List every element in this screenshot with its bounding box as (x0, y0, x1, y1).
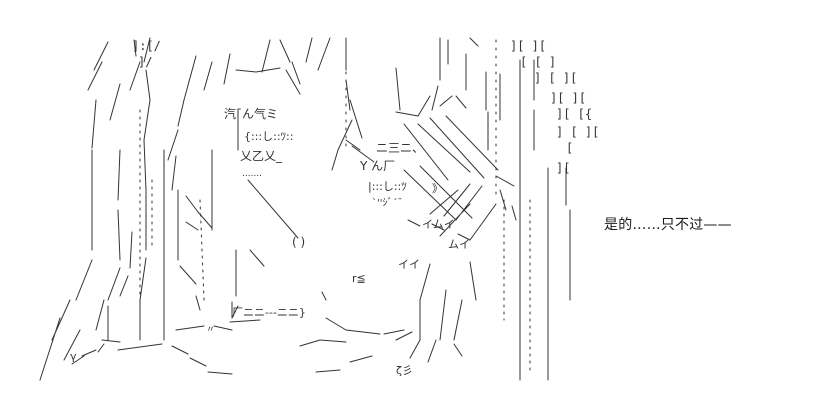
ascii-bottom-mark: ζ彡 (396, 364, 413, 377)
ascii-bracket-row-2: [ [ ] (520, 55, 556, 69)
ascii-bracket-row-5: ][ [{ (556, 107, 592, 121)
ascii-bracket-row-7: [ (566, 141, 573, 155)
ascii-hair-mark-1: イムイ (422, 218, 455, 231)
caption-text: 是的……只不过—— (604, 217, 732, 233)
ascii-mouth-text: ( ) (292, 235, 305, 249)
ascii-hair-mark-3: イイ (398, 258, 420, 271)
ascii-right-dots-text: `''ｼﾞ´¯ (372, 197, 403, 209)
ascii-hair-mark-2: ムイ (448, 238, 470, 251)
ascii-top-left-bracket-2: ]/ (138, 55, 152, 69)
ascii-dots-text: ....... (242, 169, 262, 179)
ascii-eye-left-text: 汽¯ん气ミ (224, 106, 278, 121)
ascii-top-left-bracket: ]:[/ (132, 39, 161, 53)
ascii-eye-right-lower-text: |:::し::ﾂ (368, 180, 407, 193)
ascii-bracket-row-8: ][ (556, 161, 570, 175)
ascii-brow-right-text: 》 (432, 182, 443, 195)
ascii-bracket-row-6: ] [ ][ (556, 125, 599, 139)
ascii-eye-right-top-text: ニ三ニ、 (376, 141, 424, 155)
ascii-bracket-row-4: ][ ][ (550, 91, 586, 105)
ascii-collar-text: 厂ニニ---ニニ} (232, 306, 306, 319)
ascii-bracket-row-3: ] [ ][ (534, 71, 577, 85)
ascii-eye-left-lower-text: {:::し::ﾂ:: (244, 130, 293, 143)
ascii-collar-quote: 〃 (206, 325, 215, 335)
ascii-cheek-text: 乂乙乂_ (240, 149, 283, 163)
ascii-eye-right-text: Y ん厂 (359, 159, 395, 173)
ascii-hair-mark-4: r≦ (352, 272, 366, 285)
ascii-bracket-row-1: ][ ][ (510, 39, 546, 53)
ascii-bottom-left-mark: γ (70, 350, 77, 363)
